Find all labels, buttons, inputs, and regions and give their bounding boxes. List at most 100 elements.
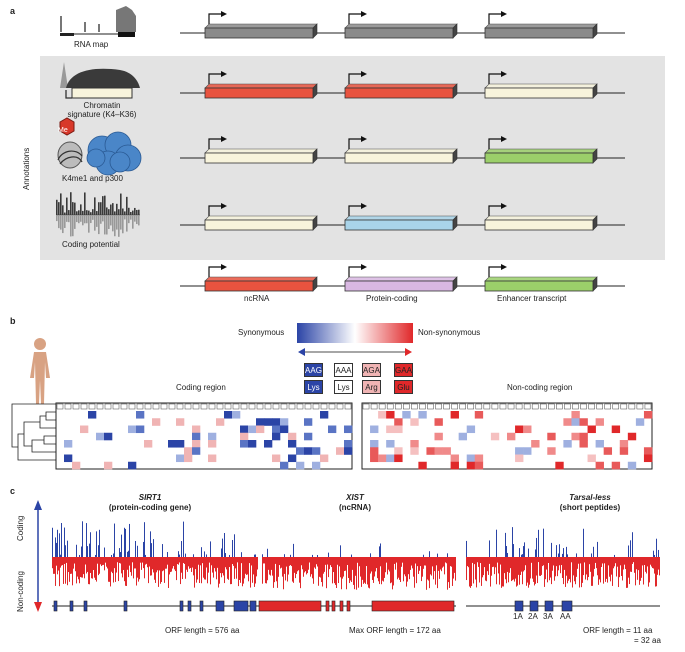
transcript-box-3-1 [344,203,458,231]
codon-aag: AAG [304,363,323,377]
transcript-box-0-2 [484,11,598,39]
chromatin-signal-icon [66,68,140,88]
promoter-arrow-icon [348,13,363,24]
k4me1-label: K4me1 and p300 [62,174,123,183]
transcript-box-4-1 [344,264,458,292]
transcript-box-3-0 [204,203,318,231]
legend-protein-coding: Protein-coding [366,294,418,303]
aa-glu: Glu [394,380,413,394]
peptide-label-aa: AA [560,612,571,621]
arrow-left-icon [298,348,305,356]
rna-map-signal-icon [60,6,136,32]
gene-sirt1-name: SIRT1 [138,493,162,502]
promoter-arrow-icon [348,266,363,277]
sirt1-gene-structure [52,600,258,612]
tarsalless-coding-track [466,527,660,588]
gene-tarsalless-name: Tarsal-less [569,493,611,502]
promoter-arrow-icon [488,13,503,24]
chromatin-peak-icon [60,62,68,88]
scale-nonsynonymous-label: Non-synonymous [418,328,481,337]
transcript-box-1-2 [484,71,598,99]
xist-coding-track [262,543,456,590]
coding-potential-label: Coding potential [62,240,120,249]
coding-potential-tracks [52,521,660,612]
transcript-box-2-1 [344,136,458,164]
codon-gaa: GAA [394,363,413,377]
transcript-box-1-1 [344,71,458,99]
noncoding-region-heatmap [361,402,653,470]
promoter-arrow-icon [208,266,223,277]
p300-protein-icon [109,151,131,173]
xist-gene-structure [258,600,456,612]
annotation-icons [56,6,142,237]
peptide-label-1a: 1A [513,612,523,621]
nucleosome-icon [57,141,83,169]
arrow-right-icon [405,348,412,356]
transcript-box-3-2 [484,203,598,231]
codon-aaa: AAA [334,363,353,377]
gene-xist-desc: (ncRNA) [339,503,371,512]
annotations-label: Annotations [22,147,31,190]
gene-tarsalless-desc: (short peptides) [559,503,621,512]
promoter-arrow-icon [208,73,223,84]
promoter-arrow-icon [208,205,223,216]
transcript-box-0-1 [344,11,458,39]
orf-xist: Max ORF length = 172 aa [349,626,441,635]
me-label: Me [58,127,68,134]
noncoding-region-label: Non-coding region [507,383,573,392]
aa-lys-2: Lys [334,380,353,394]
chromatin-label-line1: Chromatin [83,101,121,110]
transcript-box-2-2 [484,136,598,164]
chromatin-gene-icon [71,87,133,99]
promoter-arrow-icon [348,205,363,216]
promoter-arrow-icon [348,73,363,84]
transcript-box-0-0 [204,11,318,39]
aa-arg: Arg [362,380,381,394]
transcript-box-4-0 [204,264,318,292]
transcript-box-1-0 [204,71,318,99]
axis-noncoding-label: Non-coding [16,571,25,612]
p300-protein-icon [86,148,106,168]
methyl-mark-icon [59,117,75,136]
gene-xist-name: XIST [346,493,364,502]
dendrogram [11,403,56,461]
scale-synonymous-label: Synonymous [238,328,285,337]
transcript-tracks [180,11,625,292]
promoter-arrow-icon [488,266,503,277]
gene-sirt1-desc: (protein-coding gene) [108,503,192,512]
peptide-label-3a: 3A [543,612,553,621]
aa-lys-1: Lys [304,380,323,394]
transcript-box-2-0 [204,136,318,164]
arrow-up-icon [34,500,42,510]
promoter-arrow-icon [208,13,223,24]
promoter-arrow-icon [488,73,503,84]
coding-region-label: Coding region [176,383,226,392]
synonymity-color-scale [297,323,413,343]
coding-region-heatmap [55,402,353,470]
panel-label-a: a [10,6,16,16]
panel-label-b: b [10,316,16,326]
promoter-arrow-icon [488,138,503,149]
legend-ncrna: ncRNA [244,294,270,303]
tarsalless-gene-structure [466,600,660,612]
arrow-down-icon [34,602,42,612]
promoter-arrow-icon [208,138,223,149]
orf-tarsalless-2: = 32 aa [634,636,661,645]
transcript-box-4-2 [484,264,598,292]
peptide-label-2a: 2A [528,612,538,621]
panel-label-c: c [10,486,16,496]
promoter-arrow-icon [348,138,363,149]
axis-coding-label: Coding [16,515,25,541]
rna-map-label: RNA map [74,40,109,49]
codon-aga: AGA [362,363,381,377]
sirt1-coding-track [52,521,258,588]
human-figure-icon [30,338,50,404]
chromatin-label-line2: signature (K4–K36) [67,110,137,119]
coding-potential-icon [56,192,140,237]
legend-enhancer: Enhancer transcript [497,294,567,303]
orf-sirt1: ORF length = 576 aa [165,626,240,635]
heatmap-grids [55,402,653,470]
promoter-arrow-icon [488,205,503,216]
orf-tarsalless: ORF length = 11 aa [583,626,653,635]
